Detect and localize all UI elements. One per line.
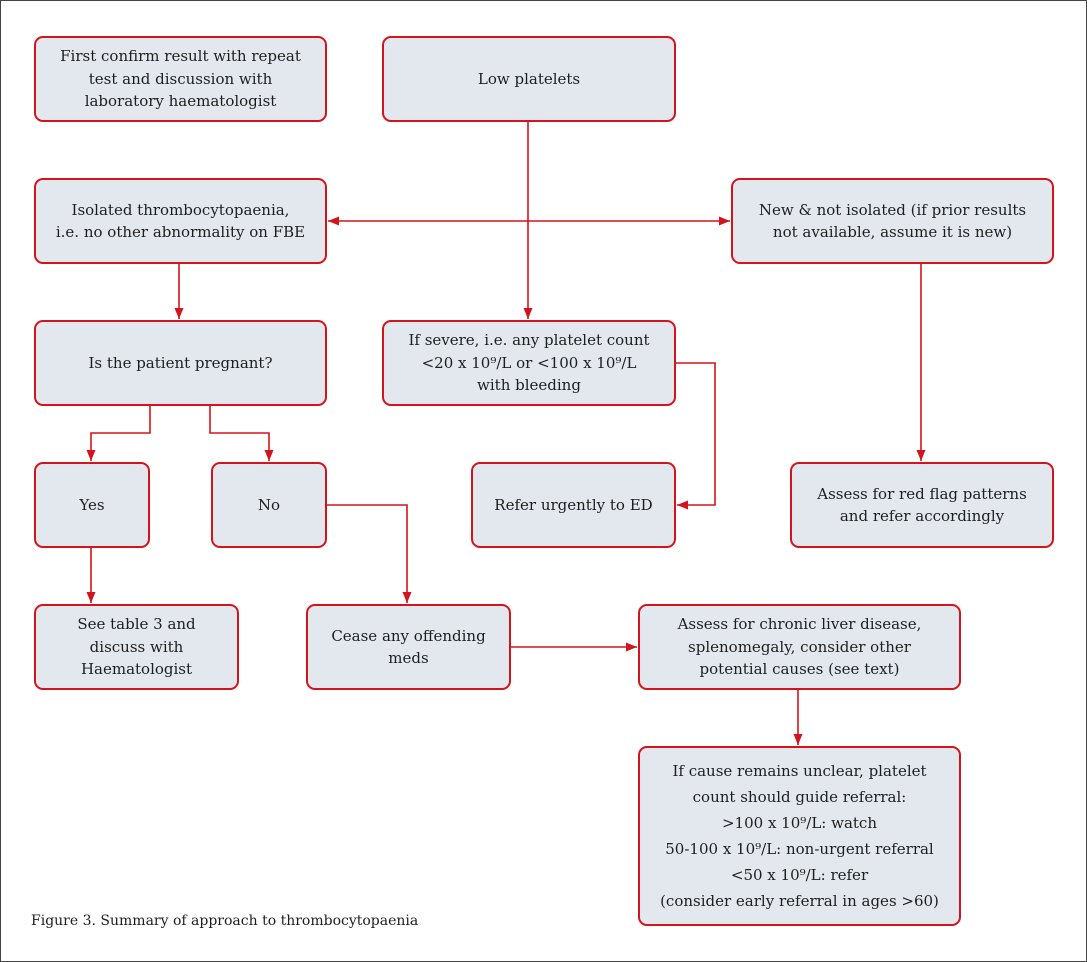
node-line: potential causes (see text) bbox=[699, 660, 900, 679]
node-line: New & not isolated (if prior results bbox=[758, 200, 1027, 219]
node-no: No bbox=[211, 462, 327, 548]
figure-caption: Figure 3. Summary of approach to thrombo… bbox=[31, 913, 419, 929]
node-line: i.e. no other abnormality on FBE bbox=[55, 223, 306, 241]
node-line: Haematologist bbox=[80, 660, 193, 679]
node-line: count should guide referral: bbox=[692, 788, 907, 806]
arrow-severe-to-refer-ed bbox=[676, 362, 716, 510]
node-line: meds bbox=[388, 649, 429, 667]
node-isolated-thrombocytopaenia: Isolated thrombocytopaenia, i.e. no othe… bbox=[34, 178, 327, 264]
node-line: >100 x 10⁹/L: watch bbox=[721, 814, 877, 832]
node-assess-red-flag: Assess for red flag patterns and refer a… bbox=[790, 462, 1054, 548]
node-is-patient-pregnant: Is the patient pregnant? bbox=[34, 320, 327, 406]
node-line: and refer accordingly bbox=[839, 507, 1005, 525]
node-line: not available, assume it is new) bbox=[772, 223, 1013, 241]
arrow-pregnant-to-no bbox=[209, 406, 274, 461]
node-line: Assess for chronic liver disease, bbox=[677, 615, 922, 634]
arrow-no-to-cease-meds bbox=[327, 504, 412, 603]
node-line: discuss with bbox=[89, 637, 184, 656]
arrow-pregnant-to-yes bbox=[86, 406, 151, 461]
node-line: with bleeding bbox=[477, 376, 581, 395]
node-new-not-isolated: New & not isolated (if prior results not… bbox=[731, 178, 1054, 264]
node-line: Low platelets bbox=[477, 69, 581, 88]
node-cause-unclear-referral: If cause remains unclear, platelet count… bbox=[638, 746, 961, 926]
node-line: See table 3 and bbox=[77, 615, 196, 634]
node-low-platelets: Low platelets bbox=[382, 36, 676, 122]
node-line: Assess for red flag patterns bbox=[817, 484, 1027, 503]
node-confirm-result: First confirm result with repeat test an… bbox=[34, 36, 327, 122]
node-line: Yes bbox=[79, 495, 105, 514]
node-line: Isolated thrombocytopaenia, bbox=[71, 200, 290, 219]
node-assess-liver-disease: Assess for chronic liver disease, spleno… bbox=[638, 604, 961, 690]
node-line: splenomegaly, consider other bbox=[688, 637, 911, 656]
node-if-severe: If severe, i.e. any platelet count <20 x… bbox=[382, 320, 676, 406]
node-yes: Yes bbox=[34, 462, 150, 548]
node-see-table-3: See table 3 and discuss with Haematologi… bbox=[34, 604, 239, 690]
node-line: If severe, i.e. any platelet count bbox=[408, 331, 650, 350]
node-line: laboratory haematologist bbox=[84, 92, 277, 111]
node-line: test and discussion with bbox=[88, 69, 273, 88]
node-line: Refer urgently to ED bbox=[494, 495, 653, 514]
node-line: Is the patient pregnant? bbox=[88, 353, 273, 372]
node-line: 50-100 x 10⁹/L: non-urgent referral bbox=[665, 840, 934, 858]
node-line: First confirm result with repeat bbox=[60, 47, 301, 66]
node-line: If cause remains unclear, platelet bbox=[672, 762, 927, 780]
node-line: No bbox=[257, 495, 281, 514]
node-line: <20 x 10⁹/L or <100 x 10⁹/L bbox=[421, 353, 637, 372]
node-line: <50 x 10⁹/L: refer bbox=[730, 866, 869, 884]
node-refer-urgently-ed: Refer urgently to ED bbox=[471, 462, 676, 548]
node-line: Cease any offending bbox=[331, 626, 486, 645]
node-cease-offending-meds: Cease any offending meds bbox=[306, 604, 511, 690]
node-line: (consider early referral in ages >60) bbox=[660, 892, 939, 910]
